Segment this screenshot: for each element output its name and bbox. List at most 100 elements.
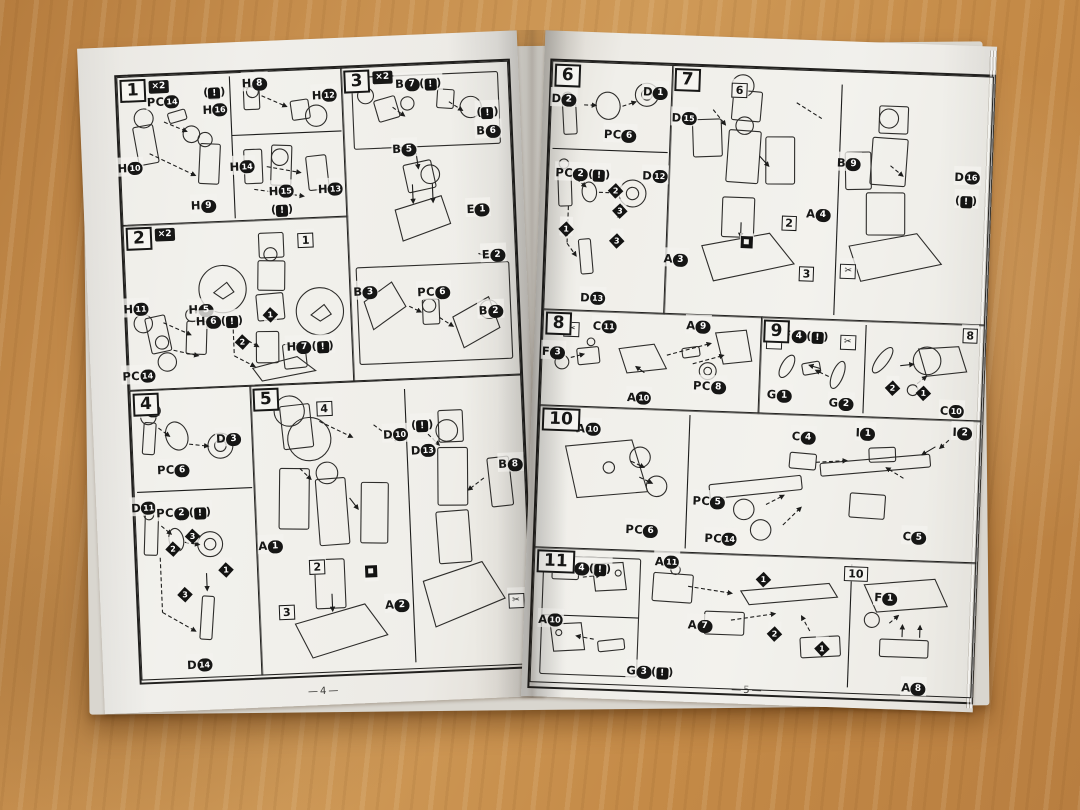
warning-icon: ! (811, 332, 824, 345)
part-number-circle: 9 (845, 158, 862, 172)
part-label: H16 (201, 97, 229, 119)
part-label: D12 (640, 164, 669, 185)
part-number-circle: 3 (635, 665, 652, 679)
sequence-marker: 1 (262, 301, 279, 323)
part-label: H13 (316, 177, 345, 198)
part-number-circle: 5 (911, 531, 927, 546)
part-number-circle: 13 (589, 291, 606, 306)
part-number-circle: 6 (174, 463, 190, 478)
step-number: 7 (674, 68, 701, 92)
part-number-circle: 11 (133, 302, 149, 317)
warning-icon: ! (481, 106, 494, 120)
warning-icon: ! (225, 315, 239, 328)
step-header: 6 (554, 63, 582, 88)
part-number-circle: 10 (636, 390, 652, 405)
part-number-circle: 2 (572, 167, 589, 182)
subassembly-ref: 10 (842, 562, 869, 583)
part-label: D13 (578, 286, 607, 307)
part-label: D14 (185, 652, 214, 673)
part-number-circle: 11 (663, 555, 680, 570)
step-number: 11 (536, 549, 576, 574)
step-number: 5 (252, 387, 280, 412)
part-number-circle: 12 (321, 88, 338, 102)
sequence-marker: 2 (884, 375, 901, 397)
sequence-marker: 3 (612, 198, 628, 219)
subassembly-ref: 3 (277, 600, 296, 620)
part-number-circle: 13 (420, 443, 437, 458)
part-number-circle: 3 (672, 253, 689, 268)
part-number-circle: 5 (401, 143, 417, 157)
sequence-marker: 3 (176, 581, 193, 603)
part-number-circle: 2 (173, 506, 190, 521)
part-number-circle: 6 (434, 285, 451, 300)
knife-icon: ✂ (838, 328, 858, 351)
exploded-diagram-sketch (564, 415, 950, 549)
step-header: 11 (536, 549, 576, 574)
part-number-circle: 12 (651, 169, 668, 184)
part-number-circle: 1 (652, 86, 669, 101)
step-number: 6 (554, 63, 582, 88)
part-number-circle: 8 (910, 682, 926, 696)
part-number-circle: 1 (860, 427, 876, 442)
part-number-circle: 4 (815, 209, 831, 223)
part-number-circle: 9 (695, 320, 711, 334)
part-label: D16 (953, 165, 981, 186)
step-header: 3×2 (343, 69, 393, 94)
part-number-circle: 1 (882, 592, 898, 607)
part-number-circle: 14 (196, 657, 213, 672)
part-number-circle: 3 (549, 346, 566, 360)
part-label: D15 (670, 105, 698, 126)
warning-icon: ! (424, 77, 437, 91)
part-number-circle: 14 (139, 369, 156, 384)
part-number-circle: 13 (327, 182, 344, 197)
part-number-circle: 10 (127, 161, 143, 176)
step-number: 2 (125, 226, 153, 251)
warning-icon: ! (593, 564, 607, 577)
part-number-circle: 2 (956, 427, 973, 441)
subassembly-ref: 4 (314, 396, 334, 417)
part-label: H11 (121, 297, 150, 318)
part-number-circle: 15 (681, 111, 697, 125)
caution-marker: (!) (409, 412, 435, 433)
warning-icon: ! (275, 204, 289, 218)
multiplier-badge: ×2 (154, 227, 175, 242)
sequence-marker: 1 (755, 567, 771, 588)
part-number-circle: 2 (489, 248, 506, 263)
part-number-circle: 16 (212, 103, 228, 117)
part-number-circle: 8 (710, 381, 726, 395)
part-number-circle: 8 (507, 458, 523, 472)
part-label: D10 (381, 422, 410, 443)
part-number-circle: 14 (721, 532, 738, 547)
part-number-circle: 15 (278, 184, 295, 199)
part-number-circle: 10 (547, 612, 563, 627)
